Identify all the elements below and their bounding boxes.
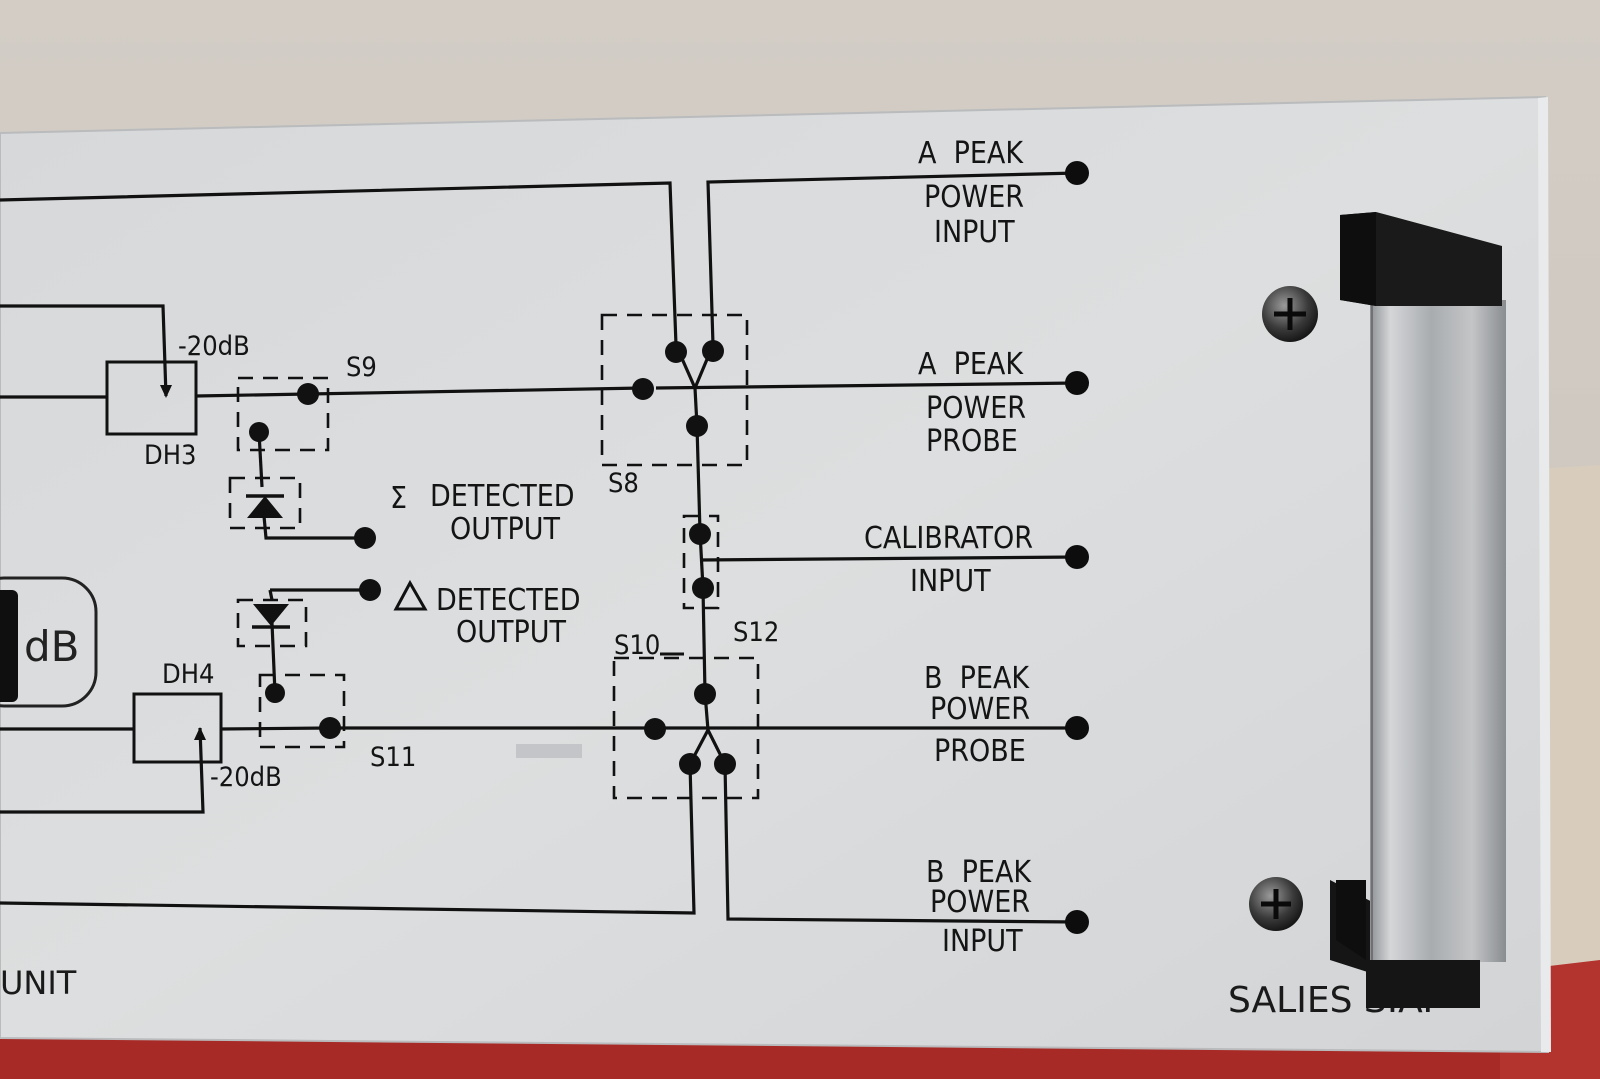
label-sigma-output-2: OUTPUT xyxy=(450,512,561,547)
rack-handle xyxy=(1330,212,1506,1008)
attenuator-dh3 xyxy=(105,360,198,436)
label-b-peak-input-3: INPUT xyxy=(942,924,1023,959)
label-s8: S8 xyxy=(608,468,639,499)
label-s12: S12 xyxy=(733,617,779,648)
screw-bottom xyxy=(1249,877,1303,931)
label-s9: S9 xyxy=(346,352,377,383)
front-panel xyxy=(0,95,1550,1054)
sigma-symbol: Σ xyxy=(390,481,407,516)
label-s10: S10 xyxy=(614,630,660,661)
label-dh4: DH4 xyxy=(162,659,214,690)
diode-sigma xyxy=(247,496,283,518)
attenuator-dh4 xyxy=(132,692,223,764)
port-a-peak-power-probe xyxy=(1065,371,1089,395)
panel-smudge xyxy=(516,744,582,758)
label-b-peak-probe-3: PROBE xyxy=(934,734,1026,769)
label-a-peak-input-1: A PEAK xyxy=(918,136,1024,171)
port-b-peak-power-probe xyxy=(1065,716,1089,740)
label-calibrator-2: INPUT xyxy=(910,564,991,599)
label-a-peak-input-2: POWER xyxy=(924,180,1024,215)
label-b-peak-input-1: B PEAK xyxy=(926,855,1032,890)
port-calibrator-input xyxy=(1065,545,1089,569)
arrow-dh3 xyxy=(160,385,172,398)
db-display-window xyxy=(0,576,98,708)
port-a-peak-power-input xyxy=(1065,161,1089,185)
label-a-peak-probe-2: POWER xyxy=(926,391,1026,426)
label-s11: S11 xyxy=(370,742,416,773)
port-b-peak-power-input xyxy=(1065,910,1089,934)
switch-boxes xyxy=(228,313,760,800)
screw-top xyxy=(1262,286,1318,342)
label-b-peak-input-2: POWER xyxy=(930,885,1030,920)
label-calibrator-1: CALIBRATOR xyxy=(864,521,1033,556)
label-b-peak-probe-1: B PEAK xyxy=(924,661,1030,696)
db-display-lcd xyxy=(0,590,18,702)
delta-symbol xyxy=(393,579,428,611)
label-unit: UNIT xyxy=(0,964,77,1002)
label-a-peak-input-3: INPUT xyxy=(934,215,1015,250)
label-sigma-output-1: DETECTED xyxy=(430,479,575,514)
label-dh3-value: -20dB xyxy=(178,331,250,362)
diode-delta xyxy=(253,604,289,626)
wiring xyxy=(0,171,1078,924)
label-dh4-value: -20dB xyxy=(210,762,282,793)
label-b-peak-probe-2: POWER xyxy=(930,692,1030,727)
label-dh3: DH3 xyxy=(144,440,196,471)
arrow-dh4 xyxy=(194,727,206,740)
db-unit-label: dB xyxy=(24,622,79,671)
label-delta-output-2: OUTPUT xyxy=(456,615,567,650)
label-delta-output-1: DETECTED xyxy=(436,583,581,618)
switch-contacts xyxy=(249,340,736,775)
panel-edge xyxy=(1538,97,1551,1052)
label-a-peak-probe-1: A PEAK xyxy=(918,347,1024,382)
label-a-peak-probe-3: PROBE xyxy=(926,424,1018,459)
